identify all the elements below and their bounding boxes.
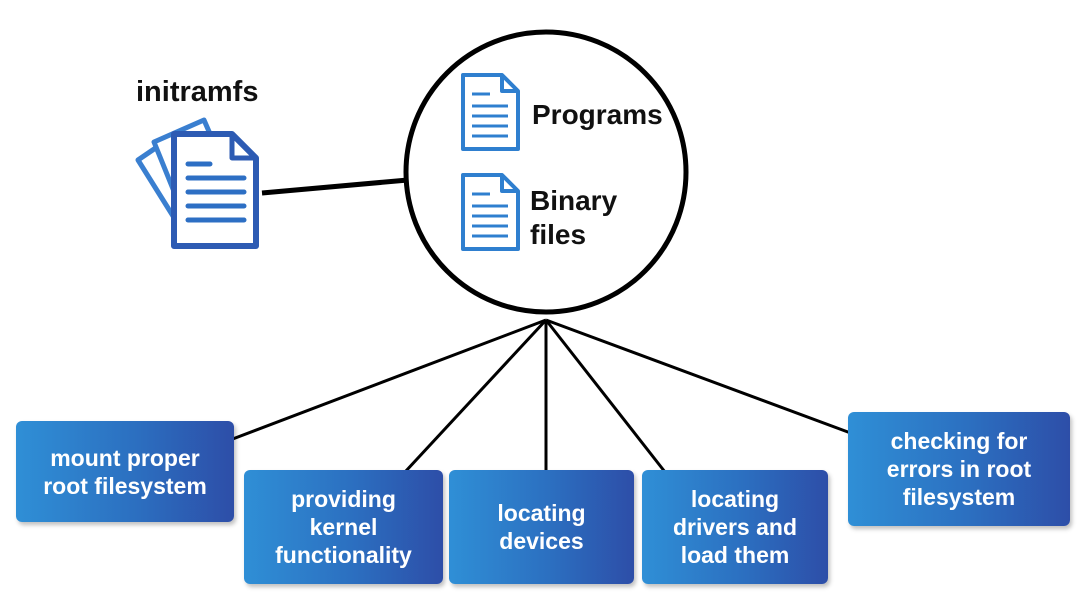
contents-circle [403, 29, 689, 315]
binary-files-document-icon [461, 173, 520, 251]
function-label-kernel: providing kernel functionality [275, 486, 412, 568]
programs-document-icon [461, 73, 520, 151]
function-box-mount: mount proper root filesystem [16, 421, 234, 522]
connector-kernel [403, 318, 548, 474]
connector-errors [545, 318, 857, 437]
stacked-documents-icon [135, 117, 259, 249]
function-box-kernel: providing kernel functionality [244, 470, 443, 584]
function-box-drivers: locating drivers and load them [642, 470, 828, 584]
connector-mount [229, 318, 547, 442]
function-label-devices: locating devices [497, 500, 586, 554]
function-label-errors: checking for errors in root filesystem [886, 428, 1032, 510]
binary-files-label: Binary files [530, 185, 618, 250]
function-box-devices: locating devices [449, 470, 634, 584]
connector-drivers [544, 319, 667, 473]
function-label-mount: mount proper root filesystem [43, 444, 207, 499]
programs-label: Programs [532, 99, 663, 130]
initramfs-connector [261, 177, 409, 196]
function-box-errors: checking for errors in root filesystem [848, 412, 1070, 526]
function-label-drivers: locating drivers and load them [673, 486, 797, 568]
initramfs-title: initramfs [136, 76, 259, 108]
